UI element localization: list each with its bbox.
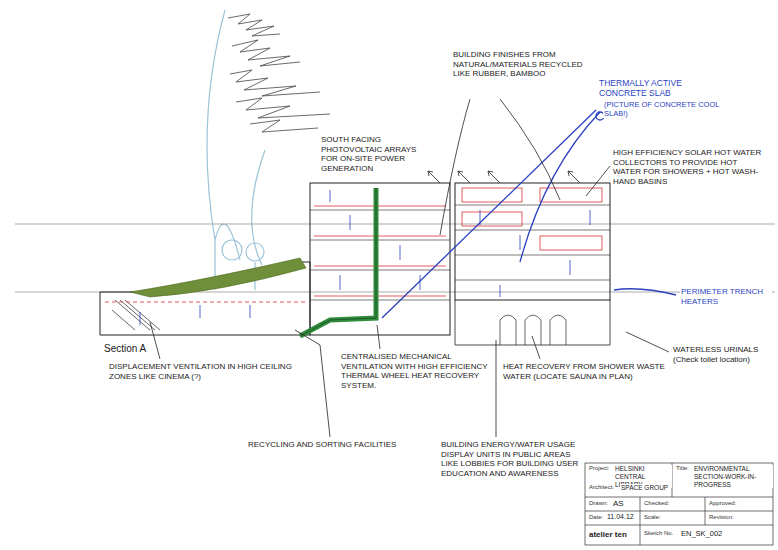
callout-note: CENTRALISED MECHANICAL VENTILATION WITH … — [340, 352, 492, 390]
callout-note: BUILDING ENERGY/WATER USAGE DISPLAY UNIT… — [440, 440, 582, 478]
callout-note: DISPLACEMENT VENTILATION IN HIGH CEILING… — [108, 362, 310, 381]
callout-note: THERMALLY ACTIVE CONCRETE SLAB — [598, 78, 730, 98]
callout-note: (PICTURE OF CONCRETE COOL SLAB!) — [603, 100, 735, 118]
field-name: Checked: — [643, 500, 670, 507]
field-value: AS — [612, 499, 625, 509]
field-name: Drawn: — [588, 500, 609, 507]
field-name: Approved: — [708, 500, 737, 507]
field-name: Date: — [588, 514, 604, 521]
scribble — [228, 14, 330, 132]
title-block — [585, 463, 773, 545]
section-name: Section A — [103, 343, 147, 355]
callout-note: BUILDING FINISHES FROM NATURAL/MATERIALS… — [452, 50, 584, 79]
field-value: 11.04.12 — [606, 513, 635, 521]
callout-note: HIGH EFFICIENCY SOLAR HOT WATER COLLECTO… — [612, 148, 764, 186]
field-name: Project: — [588, 465, 610, 472]
field-value: EN_SK_002 — [680, 529, 723, 538]
field-name: Title: — [675, 465, 690, 472]
field-name: Revision: — [708, 514, 735, 521]
field-name: Sketch No. — [643, 530, 674, 537]
field-name: Architect: — [588, 484, 615, 491]
tree-sketch — [207, 10, 265, 290]
callout-note: RECYCLING AND SORTING FACILITIES — [247, 440, 399, 450]
field-value: ENVIRONMENTAL SECTION-WORK-IN-PROGRESS — [693, 465, 773, 488]
callout-note: PERIMETER TRENCH HEATERS — [680, 287, 772, 306]
callout-note: SOUTH FACING PHOTOVOLTAIC ARRAYS FOR ON-… — [320, 135, 422, 173]
callout-note: WATERLESS URINALS (Check toilet location… — [672, 345, 774, 364]
field-value: SPACE GROUP — [620, 484, 669, 492]
company-logo: atelier ten — [588, 530, 628, 540]
field-name: Scale: — [643, 514, 662, 521]
callout-note: HEAT RECOVERY FROM SHOWER WASTE WATER (L… — [502, 362, 669, 381]
